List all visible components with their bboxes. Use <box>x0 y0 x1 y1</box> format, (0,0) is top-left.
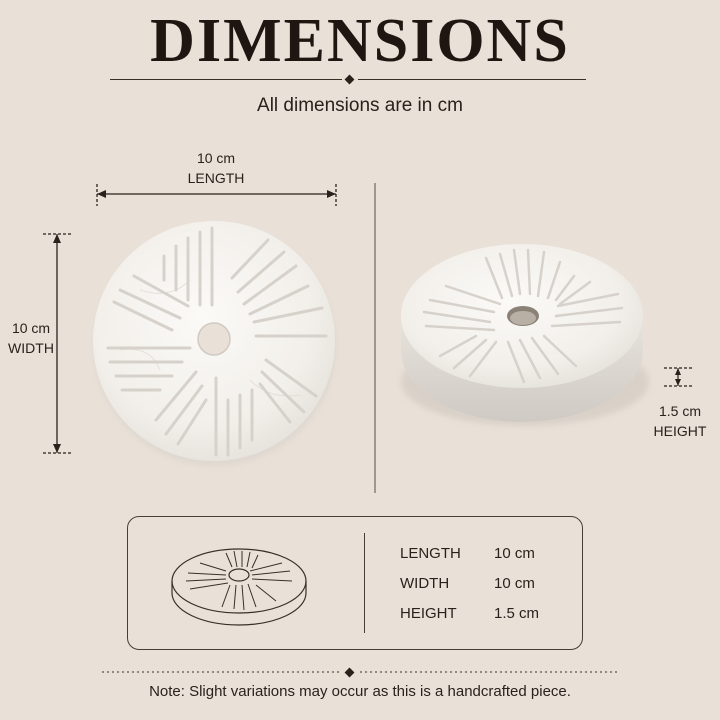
spec-row-width: WIDTH 10 cm <box>400 575 535 592</box>
height-dimension-label: 1.5 cm HEIGHT <box>640 401 720 441</box>
handcrafted-note: Note: Slight variations may occur as thi… <box>149 683 571 700</box>
height-name: HEIGHT <box>653 423 707 439</box>
length-name: LENGTH <box>187 170 245 186</box>
spec-value: 10 cm <box>494 545 535 562</box>
specification-box: LENGTH 10 cm WIDTH 10 cm HEIGHT 1.5 cm <box>127 516 583 650</box>
spec-key: LENGTH <box>400 545 461 562</box>
coaster-front-view <box>93 221 336 466</box>
width-value: 10 cm <box>11 320 51 336</box>
height-arrow <box>664 367 692 387</box>
width-arrow <box>43 233 71 454</box>
length-arrow <box>96 184 337 206</box>
spec-row-height: HEIGHT 1.5 cm <box>400 605 539 622</box>
title-rule-right <box>358 79 586 80</box>
width-name: WIDTH <box>8 340 54 356</box>
height-value: 1.5 cm <box>658 403 701 419</box>
spec-row-length: LENGTH 10 cm <box>400 545 535 562</box>
length-value: 10 cm <box>196 150 236 166</box>
page-title: DIMENSIONS <box>150 7 570 75</box>
spec-key: WIDTH <box>400 575 450 592</box>
spec-key: HEIGHT <box>400 605 457 622</box>
units-subtitle: All dimensions are in cm <box>257 95 463 116</box>
spec-value: 10 cm <box>494 575 535 592</box>
spec-divider <box>364 533 365 633</box>
spec-value: 1.5 cm <box>494 605 540 622</box>
width-dimension-label: 10 cm WIDTH <box>0 318 62 358</box>
coaster-outline-sketch <box>171 548 307 626</box>
coaster-perspective-view <box>401 244 649 426</box>
title-rule-left <box>110 79 342 80</box>
length-dimension-label: 10 cm LENGTH <box>166 148 266 188</box>
